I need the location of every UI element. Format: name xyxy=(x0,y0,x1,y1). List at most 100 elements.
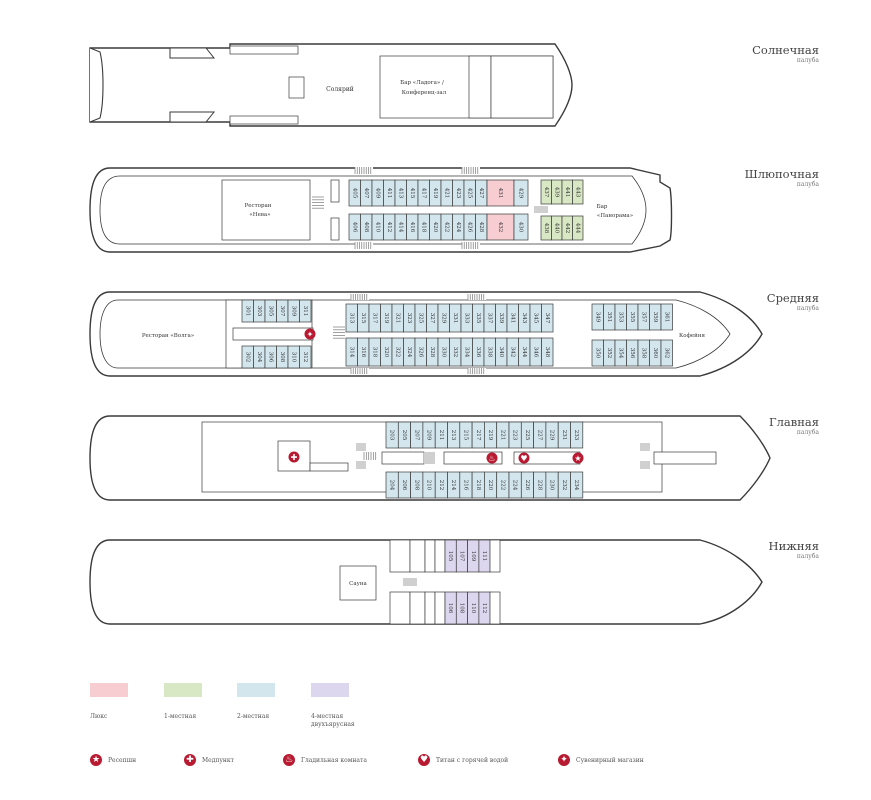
cabin-348[interactable] xyxy=(541,337,554,367)
cabin-number-230: 230 xyxy=(549,480,555,491)
cabin-number-415: 415 xyxy=(409,188,415,199)
sun-deck-bar-section-b xyxy=(490,55,554,119)
cabin-347[interactable] xyxy=(541,303,554,333)
cabin-number-217: 217 xyxy=(475,430,481,441)
cabin-number-441: 441 xyxy=(564,187,570,198)
lower-deck-service-top-3 xyxy=(434,539,446,573)
cabin-number-332: 332 xyxy=(452,347,458,358)
cabin-number-410: 410 xyxy=(374,222,380,233)
cabin-number-340: 340 xyxy=(498,347,504,358)
lower-deck-stairs xyxy=(404,578,418,586)
cabin-444[interactable] xyxy=(572,215,584,241)
legend-reception: ★Ресепшн xyxy=(90,754,137,766)
cabin-430[interactable] xyxy=(513,213,529,241)
cabin-number-220: 220 xyxy=(487,480,493,491)
cabin-362[interactable] xyxy=(660,339,673,367)
cabin-number-108: 108 xyxy=(458,603,464,614)
cabin-number-437: 437 xyxy=(543,187,549,198)
cabin-number-227: 227 xyxy=(536,430,542,441)
main-deck-passage xyxy=(309,462,349,472)
legend-shop: ✦Сувенирный магазин xyxy=(558,754,644,766)
cabin-number-233: 233 xyxy=(573,430,579,441)
boat-deck-restaurant[interactable] xyxy=(221,179,311,241)
cabin-361[interactable] xyxy=(660,303,673,331)
cabin-number-349: 349 xyxy=(594,312,600,323)
medical-cross-icon: ✚ xyxy=(184,754,196,766)
cabin-number-350: 350 xyxy=(594,348,600,359)
legend-swatch-lux xyxy=(90,683,128,697)
cabin-number-352: 352 xyxy=(606,348,612,359)
sun-deck-hatch xyxy=(288,76,305,99)
cabin-number-208: 208 xyxy=(413,480,419,491)
cabin-number-231: 231 xyxy=(561,430,567,441)
boat-deck-corridor-a xyxy=(330,179,340,203)
cabin-number-356: 356 xyxy=(629,348,635,359)
cabin-number-321: 321 xyxy=(394,313,400,324)
cabin-number-229: 229 xyxy=(549,430,555,441)
legend-label-lux: Люкс xyxy=(90,713,108,720)
sun-deck-stern-cut xyxy=(89,47,104,123)
boat-deck-corridor-b xyxy=(330,217,340,241)
sun-deck-bar-label-2: Конференц-зал xyxy=(402,89,447,96)
cabin-number-327: 327 xyxy=(429,313,435,324)
cabin-number-305: 305 xyxy=(267,306,273,317)
cabin-number-325: 325 xyxy=(417,313,423,324)
cabin-number-360: 360 xyxy=(652,348,658,359)
cabin-number-346: 346 xyxy=(532,347,538,358)
cabin-number-319: 319 xyxy=(383,313,389,324)
cabin-number-353: 353 xyxy=(617,312,623,323)
cabin-233[interactable] xyxy=(570,421,584,449)
cabin-number-333: 333 xyxy=(463,313,469,324)
boat-deck-restaurant-label-1: Ресторан xyxy=(245,203,272,209)
cabin-number-442: 442 xyxy=(564,223,570,234)
cabin-number-427: 427 xyxy=(478,188,484,199)
cabin-number-307: 307 xyxy=(279,306,285,317)
cabin-number-409: 409 xyxy=(374,188,380,199)
cabin-number-343: 343 xyxy=(521,313,527,324)
cabin-431[interactable] xyxy=(486,179,515,207)
kettle-icon: ♥ xyxy=(418,754,430,766)
sun-deck-bench-bottom xyxy=(229,115,299,125)
cabin-432[interactable] xyxy=(486,213,515,241)
cabin-number-351: 351 xyxy=(606,312,612,323)
main-deck-medical-icon xyxy=(288,451,300,463)
lower-deck-sauna[interactable] xyxy=(339,565,377,601)
cabin-number-426: 426 xyxy=(466,222,472,233)
main-deck-iron-icon-glyph: ♨ xyxy=(488,454,495,463)
cabin-number-337: 337 xyxy=(486,313,492,324)
cabin-number-336: 336 xyxy=(475,347,481,358)
middle-deck-restaurant-label: Ресторан «Волга» xyxy=(142,333,194,339)
cabin-number-310: 310 xyxy=(290,352,296,363)
cabin-312[interactable] xyxy=(299,345,312,369)
cabin-number-359: 359 xyxy=(652,312,658,323)
boat-deck-bar-label-2: «Панорама» xyxy=(597,213,633,219)
cabin-number-232: 232 xyxy=(561,480,567,491)
cabin-number-358: 358 xyxy=(640,348,646,359)
cabin-number-412: 412 xyxy=(386,222,392,233)
cabin-number-406: 406 xyxy=(351,222,357,233)
cabin-number-223: 223 xyxy=(512,430,518,441)
cabin-number-419: 419 xyxy=(432,188,438,199)
legend-label-quad: 4-местная двухъярусная xyxy=(311,713,355,728)
cabin-number-335: 335 xyxy=(475,313,481,324)
legend-iron: ♨Гладильная комната xyxy=(283,754,367,766)
cabin-number-206: 206 xyxy=(401,480,407,491)
cabin-311[interactable] xyxy=(299,299,312,323)
cabin-number-214: 214 xyxy=(450,480,456,491)
boat-deck-mid-stairs xyxy=(535,206,549,213)
cabin-number-417: 417 xyxy=(420,188,426,199)
cabin-number-216: 216 xyxy=(462,480,468,491)
cabin-number-407: 407 xyxy=(363,188,369,199)
cabin-443[interactable] xyxy=(572,179,584,205)
cabin-number-341: 341 xyxy=(509,313,515,324)
cabin-number-421: 421 xyxy=(443,188,449,199)
cabin-429[interactable] xyxy=(513,179,529,207)
cabin-number-311: 311 xyxy=(302,306,308,317)
cabin-234[interactable] xyxy=(570,471,584,499)
